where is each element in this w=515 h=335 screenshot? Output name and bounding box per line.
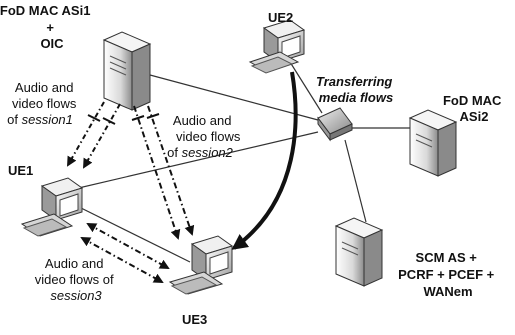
session3-line3-session: session3 bbox=[50, 288, 102, 303]
session2-arrow-b bbox=[147, 105, 195, 236]
asi1-label-line3: OIC bbox=[40, 36, 64, 51]
link-ue1-switch bbox=[69, 131, 319, 191]
session1-flow-arrows bbox=[67, 101, 121, 169]
asi2-label: FoD MAC ASi2 bbox=[443, 93, 505, 124]
session3-line1: Audio and bbox=[45, 256, 104, 271]
session2-arrow-a bbox=[133, 105, 181, 240]
ue2-computer-icon bbox=[248, 19, 306, 74]
scm-label-line2: PCRF + PCEF + bbox=[398, 267, 494, 282]
transfer-line1: Transferring bbox=[316, 74, 392, 89]
session3-flow-arrows bbox=[80, 223, 170, 283]
ue2-label: UE2 bbox=[268, 10, 293, 25]
session1-arrow-a bbox=[67, 101, 105, 167]
scm-label-line1: SCM AS + bbox=[416, 250, 478, 265]
scm-label: SCM AS + PCRF + PCEF + WANem bbox=[398, 250, 498, 299]
session2-flow-arrows bbox=[131, 105, 195, 240]
session3-line2: video flows of bbox=[35, 272, 114, 287]
session2-line2: video flows bbox=[176, 129, 241, 144]
link-ue1-ue3 bbox=[74, 204, 191, 263]
session2-line3-session: session2 bbox=[182, 145, 234, 160]
asi2-server-icon bbox=[408, 109, 458, 177]
transfer-arrow bbox=[231, 71, 298, 250]
session2-line1: Audio and bbox=[173, 113, 232, 128]
session1-arrow-b bbox=[83, 103, 121, 169]
session1-line3-prefix: of bbox=[7, 112, 21, 127]
asi1-label-line2: + bbox=[46, 20, 54, 35]
session1-block-mark-a bbox=[87, 114, 101, 122]
link-ue2-switch bbox=[289, 61, 323, 114]
session2-block-mark-b bbox=[146, 113, 160, 119]
session2-flow-label: Audio and video flows of session2 bbox=[167, 113, 244, 160]
session1-line2: video flows bbox=[12, 96, 77, 111]
session3-flow-label: Audio and video flows of session3 bbox=[35, 256, 117, 303]
asi2-label-line2: ASi2 bbox=[460, 109, 489, 124]
ue1-label: UE1 bbox=[8, 163, 33, 178]
scm-server-icon bbox=[334, 217, 384, 287]
ue1-computer-icon bbox=[20, 177, 84, 237]
asi1-label-line1: FoD MAC ASi1 bbox=[0, 3, 90, 18]
session1-line1: Audio and bbox=[15, 80, 74, 95]
session2-block-mark-a bbox=[131, 115, 145, 121]
session3-arrow-b bbox=[80, 237, 164, 283]
ue3-label: UE3 bbox=[182, 312, 207, 327]
link-scm-switch bbox=[344, 139, 367, 223]
transfer-label: Transferring media flows bbox=[316, 74, 396, 105]
ue3-computer-icon bbox=[168, 235, 234, 295]
link-asi1-switch bbox=[149, 74, 319, 121]
asi1-server-icon bbox=[102, 31, 152, 111]
transfer-line2: media flows bbox=[319, 90, 393, 105]
asi1-label: FoD MAC ASi1 + OIC bbox=[0, 3, 94, 51]
asi2-label-line1: FoD MAC bbox=[443, 93, 502, 108]
session1-block-mark-b bbox=[102, 117, 116, 125]
scm-label-line3: WANem bbox=[423, 284, 472, 299]
session1-line3-session: session1 bbox=[22, 112, 73, 127]
session2-line3-prefix: of bbox=[167, 145, 181, 160]
session1-flow-label: Audio and video flows of session1 bbox=[7, 80, 80, 127]
network-switch bbox=[317, 107, 353, 142]
